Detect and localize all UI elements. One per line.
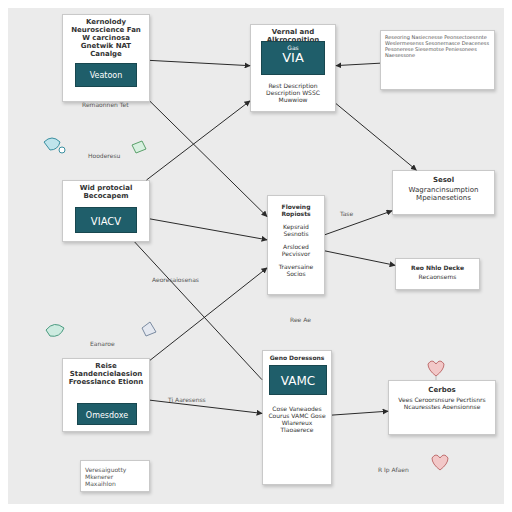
node-text: Reo Nhlo Decke (400, 264, 475, 271)
annotation: R Ip Afaen (378, 466, 409, 473)
node-text: Arsloced Pecvisvor (272, 243, 320, 257)
highlight-box: GasVIA (261, 41, 325, 75)
node-text: Wid protocial Becocapem (67, 184, 145, 200)
node-text: Wagrancinsumption Mpeianesetions (397, 186, 490, 202)
highlight-box: Veatoon (75, 63, 137, 87)
connector (150, 400, 262, 413)
node-text: Floveing Ropiosts (272, 203, 320, 217)
connector (135, 242, 262, 380)
process-box: Vernal and AlkroconitionRest Description… (250, 24, 336, 112)
node-text: Gas (264, 44, 322, 51)
node-text: Omesdoxe (80, 411, 134, 420)
connector (336, 63, 380, 65)
process-box: CerbosVees Ceroorsnsure Pecrtisnrs Ncaur… (388, 380, 496, 435)
process-box: Wid protocial BecocapemVIACV (62, 180, 150, 242)
annotation: Aeoresaiosenas (152, 276, 199, 283)
icon (44, 138, 156, 336)
node-text: Kepsraid Sesnotis (272, 223, 320, 237)
connector (150, 60, 250, 65)
annotation: Remaonnen Tet (82, 101, 128, 108)
process-box: Reo Nhlo DeckeRecaonsems (395, 258, 480, 290)
process-box: Kernolody Neuroscience Fan W carcinosa G… (62, 14, 150, 102)
node-text: Recaonsems (400, 273, 475, 280)
process-box: SesolWagrancinsumption Mpeianesetions (392, 170, 495, 215)
connector (150, 101, 267, 216)
node-text: Sesol (397, 176, 490, 184)
node-text: Veresaiguotty Mkenerer Maxaihlon (85, 466, 145, 487)
node-text: VIA (264, 51, 322, 65)
node-text: VIACV (78, 216, 134, 227)
connector (150, 268, 267, 360)
connector (325, 211, 392, 235)
node-text: Traversaine Socios (272, 263, 320, 277)
node-text: Rest Description Description WSSC Muwwio… (255, 82, 331, 103)
annotation: Eanaroe (90, 340, 115, 347)
node-text: Veatoon (78, 71, 134, 80)
connector (325, 251, 395, 265)
node-text: Cose Vaneaodes Courus VAMC Gose Wlarereu… (267, 405, 327, 433)
node-text: Reise Standencielaesion Froesslance Etio… (67, 362, 145, 386)
annotation: Hooderesu (88, 152, 120, 159)
connector (336, 104, 416, 170)
highlight-box: VAMC (269, 365, 327, 395)
annotation: Ree Ae (290, 316, 311, 323)
connector (147, 101, 251, 180)
connector (332, 411, 388, 415)
node-text: Reseoring Nasiecnesse Peonsectoesnnte We… (385, 34, 490, 58)
highlight-box: VIACV (75, 207, 137, 233)
note-box: Veresaiguotty Mkenerer Maxaihlon (80, 460, 150, 492)
node-text: Geno Doressons (267, 354, 327, 361)
process-box: Floveing RopiostsKepsraid SesnotisArsloc… (267, 195, 325, 295)
annotation: Ti Aaresenss (168, 396, 206, 403)
node-text: Cerbos (393, 386, 491, 394)
annotation: Tase (340, 210, 353, 217)
highlight-box: Omesdoxe (77, 403, 137, 425)
connector (150, 219, 267, 240)
node-text: Kernolody Neuroscience Fan W carcinosa G… (67, 18, 145, 58)
process-box: Reise Standencielaesion Froesslance Etio… (62, 358, 150, 432)
node-text: VAMC (272, 375, 324, 388)
process-box: Geno DoressonsCose Vaneaodes Courus VAMC… (262, 350, 332, 485)
note-box: Reseoring Nasiecnesse Peonsectoesnnte We… (380, 30, 495, 90)
node-text: Vees Ceroorsnsure Pecrtisnrs Ncauresstes… (393, 396, 491, 410)
